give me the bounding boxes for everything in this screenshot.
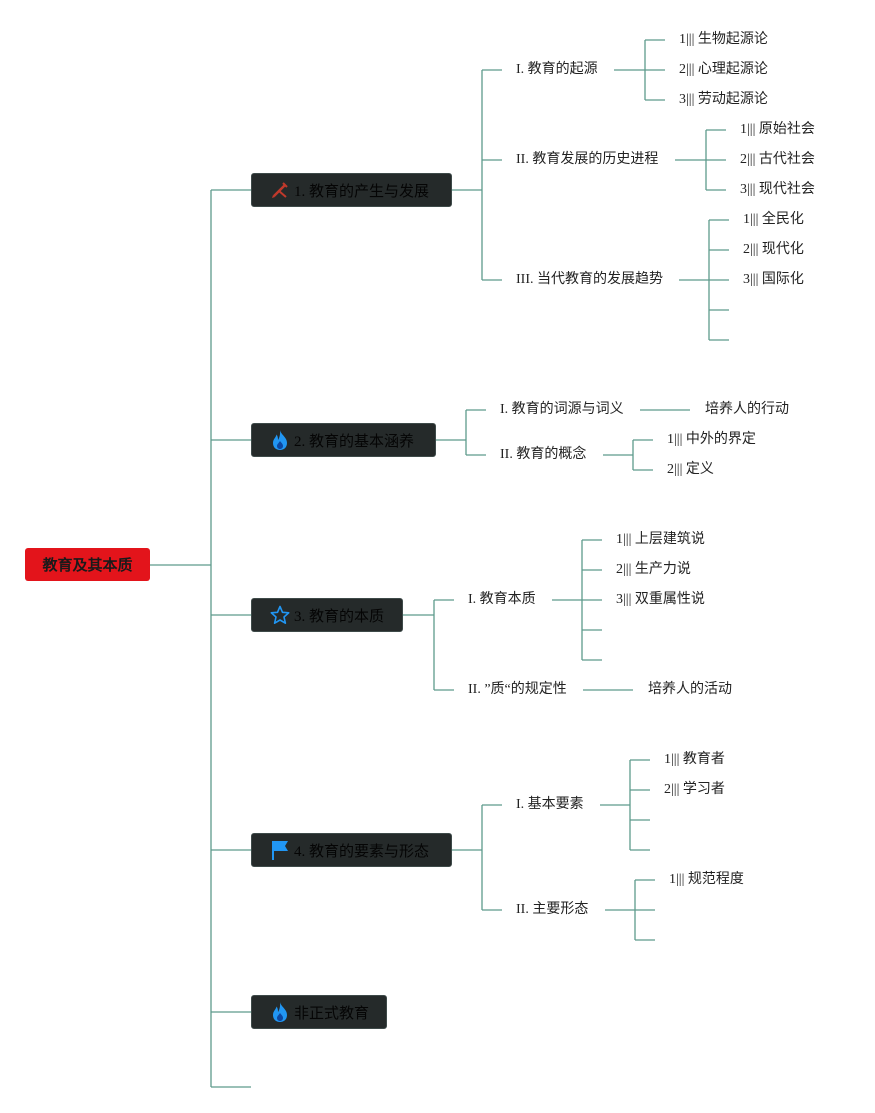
topic-5[interactable]: 非正式教育 [251, 995, 387, 1029]
subtopic-4-1[interactable]: I. 基本要素 [516, 797, 584, 812]
topic-1[interactable]: 1. 教育的产生与发展 [251, 173, 452, 207]
leaf-1-3-1[interactable]: 1||| 全民化 [743, 212, 804, 227]
leaf-3-1-1[interactable]: 1||| 上层建筑说 [616, 532, 705, 547]
leaf-2-2-2[interactable]: 2||| 定义 [667, 462, 714, 477]
subtopic-1-2[interactable]: II. 教育发展的历史进程 [516, 152, 659, 167]
leaf-3-2-1[interactable]: 培养人的活动 [648, 682, 732, 697]
topic-2[interactable]: 2. 教育的基本涵养 [251, 423, 436, 457]
topic-label: 1. 教育的产生与发展 [294, 183, 430, 200]
leaf-1-3-2[interactable]: 2||| 现代化 [743, 242, 804, 257]
leaf-1-3-3[interactable]: 3||| 国际化 [743, 272, 804, 287]
leaf-1-1-2[interactable]: 2||| 心理起源论 [679, 62, 768, 77]
leaf-1-2-3[interactable]: 3||| 现代社会 [740, 182, 815, 197]
leaf-4-1-2[interactable]: 2||| 学习者 [664, 782, 725, 797]
leaf-2-2-1[interactable]: 1||| 中外的界定 [667, 432, 756, 447]
subtopic-4-2[interactable]: II. 主要形态 [516, 902, 589, 917]
subtopic-1-3[interactable]: III. 当代教育的发展趋势 [516, 272, 663, 287]
leaf-4-2-1[interactable]: 1||| 规范程度 [669, 872, 744, 887]
flame-icon [270, 1001, 290, 1023]
subtopic-2-1[interactable]: I. 教育的词源与词义 [500, 402, 624, 417]
leaf-1-1-3[interactable]: 3||| 劳动起源论 [679, 92, 768, 107]
topic-label: 非正式教育 [294, 1005, 370, 1022]
flame-icon [270, 429, 290, 451]
leaf-4-1-1[interactable]: 1||| 教育者 [664, 752, 725, 767]
leaf-1-2-1[interactable]: 1||| 原始社会 [740, 122, 815, 137]
subtopic-2-2[interactable]: II. 教育的概念 [500, 447, 587, 462]
flag-icon [270, 839, 290, 861]
leaf-3-1-3[interactable]: 3||| 双重属性说 [616, 592, 705, 607]
subtopic-3-1[interactable]: I. 教育本质 [468, 592, 536, 607]
subtopic-3-2[interactable]: II. ”质“的规定性 [468, 682, 567, 697]
topic-label: 3. 教育的本质 [294, 608, 385, 625]
leaf-2-1-1[interactable]: 培养人的行动 [705, 402, 789, 417]
pencil-ruler-icon [270, 179, 290, 201]
root-topic[interactable]: 教育及其本质 [25, 548, 150, 581]
topic-label: 2. 教育的基本涵养 [294, 433, 415, 450]
subtopic-1-1[interactable]: I. 教育的起源 [516, 62, 598, 77]
leaf-1-1-1[interactable]: 1||| 生物起源论 [679, 32, 768, 47]
topic-3[interactable]: 3. 教育的本质 [251, 598, 403, 632]
leaf-3-1-2[interactable]: 2||| 生产力说 [616, 562, 691, 577]
topic-label: 4. 教育的要素与形态 [294, 843, 430, 860]
star-icon [270, 604, 290, 626]
topic-4[interactable]: 4. 教育的要素与形态 [251, 833, 452, 867]
leaf-1-2-2[interactable]: 2||| 古代社会 [740, 152, 815, 167]
